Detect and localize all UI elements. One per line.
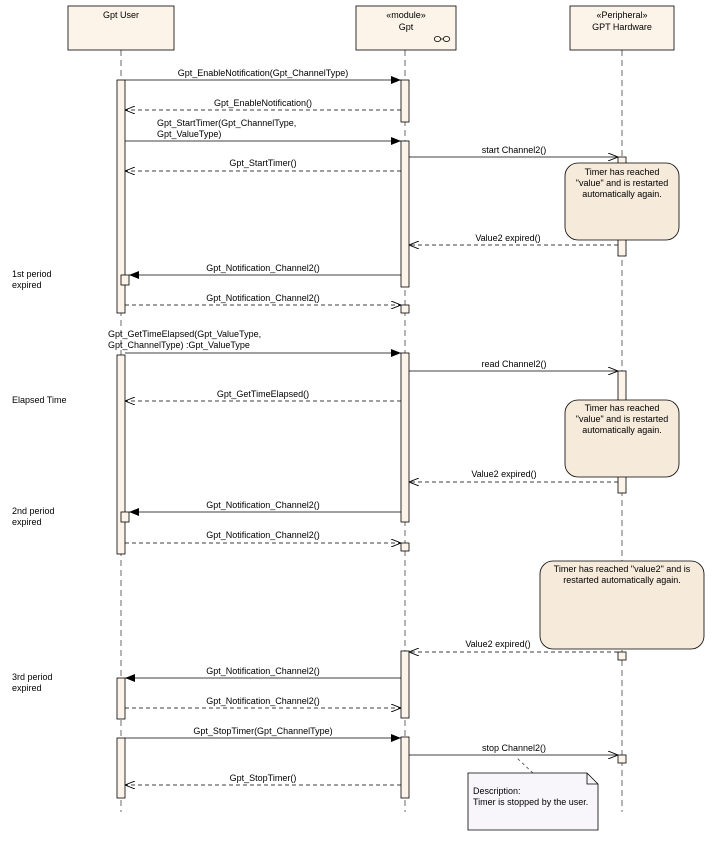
note-labels: Timer has reached"value" and is restarte… <box>473 167 691 807</box>
lifeline-heads: Gpt User «module» Gpt «Peripheral» GPT H… <box>67 5 675 51</box>
notes <box>467 162 705 831</box>
side-label: Elapsed Time <box>12 395 67 405</box>
activation-bar <box>116 737 126 799</box>
activation-bar <box>400 650 410 719</box>
message-label: Gpt_EnableNotification() <box>214 98 312 108</box>
lifeline-stereotype: «Peripheral» <box>596 10 647 20</box>
activations <box>116 79 627 799</box>
lifeline-head-gpt: «module» Gpt <box>355 5 457 51</box>
lifeline-head-hw: «Peripheral» GPT Hardware <box>569 5 675 51</box>
message-label: Gpt_Notification_Channel2() <box>206 500 320 510</box>
activation-bar <box>120 274 130 286</box>
activation-bar <box>116 354 126 555</box>
state-note-text: Timer has reached"value" and is restarte… <box>576 167 668 199</box>
subsystem-icon <box>433 36 451 43</box>
comment-note <box>467 757 599 831</box>
state-note-text: Timer has reached"value" and is restarte… <box>576 403 668 435</box>
activation-bar <box>617 754 627 764</box>
message-label: Gpt_Notification_Channel2() <box>206 666 320 676</box>
activation-bar <box>116 79 126 314</box>
message-label: Gpt_Notification_Channel2() <box>206 293 320 303</box>
messages <box>125 76 618 785</box>
activation-bar <box>400 352 410 523</box>
message-label: Value2 expired() <box>475 233 540 243</box>
lifeline-name: Gpt User <box>103 10 139 20</box>
lifeline-name: Gpt <box>399 22 414 32</box>
message-label: Gpt_StartTimer() <box>229 158 296 168</box>
message-label: Gpt_Notification_Channel2() <box>206 263 320 273</box>
lifeline-lines <box>120 50 623 812</box>
message-label: Gpt_StopTimer() <box>230 773 297 783</box>
lifeline-name: GPT Hardware <box>592 22 652 32</box>
activation-bar <box>400 140 410 288</box>
message-label: Gpt_StopTimer(Gpt_ChannelType) <box>193 726 332 736</box>
comment-text: Description:Timer is stopped by the user… <box>473 786 588 807</box>
activation-bar <box>116 677 126 720</box>
state-note <box>564 399 680 478</box>
message-labels: Gpt_EnableNotification(Gpt_ChannelType) G… <box>108 68 547 783</box>
activation-bar <box>400 736 410 799</box>
activation-bar <box>400 79 410 123</box>
activation-bar <box>617 651 627 661</box>
message-label: Gpt_GetTimeElapsed(Gpt_ValueType,Gpt_Cha… <box>108 329 261 350</box>
message-label: Gpt_Notification_Channel2() <box>206 696 320 706</box>
message-label: Gpt_StartTimer(Gpt_ChannelType,Gpt_Value… <box>157 118 296 139</box>
lifeline-stereotype: «module» <box>386 10 426 20</box>
message-label: Value2 expired() <box>465 639 530 649</box>
state-note <box>564 162 680 241</box>
message-label: Gpt_GetTimeElapsed() <box>217 389 309 399</box>
activation-bar <box>400 304 410 314</box>
lifeline-head-user: Gpt User <box>67 5 175 51</box>
message-label: start Channel2() <box>482 145 547 155</box>
message-label: Gpt_EnableNotification(Gpt_ChannelType) <box>178 68 349 78</box>
state-note <box>539 560 705 650</box>
message-label: stop Channel2() <box>482 743 546 753</box>
message-label: Value2 expired() <box>471 469 536 479</box>
activation-bar <box>120 511 130 523</box>
message-label: read Channel2() <box>481 359 546 369</box>
message-label: Gpt_Notification_Channel2() <box>206 530 320 540</box>
activation-bar <box>400 542 410 552</box>
